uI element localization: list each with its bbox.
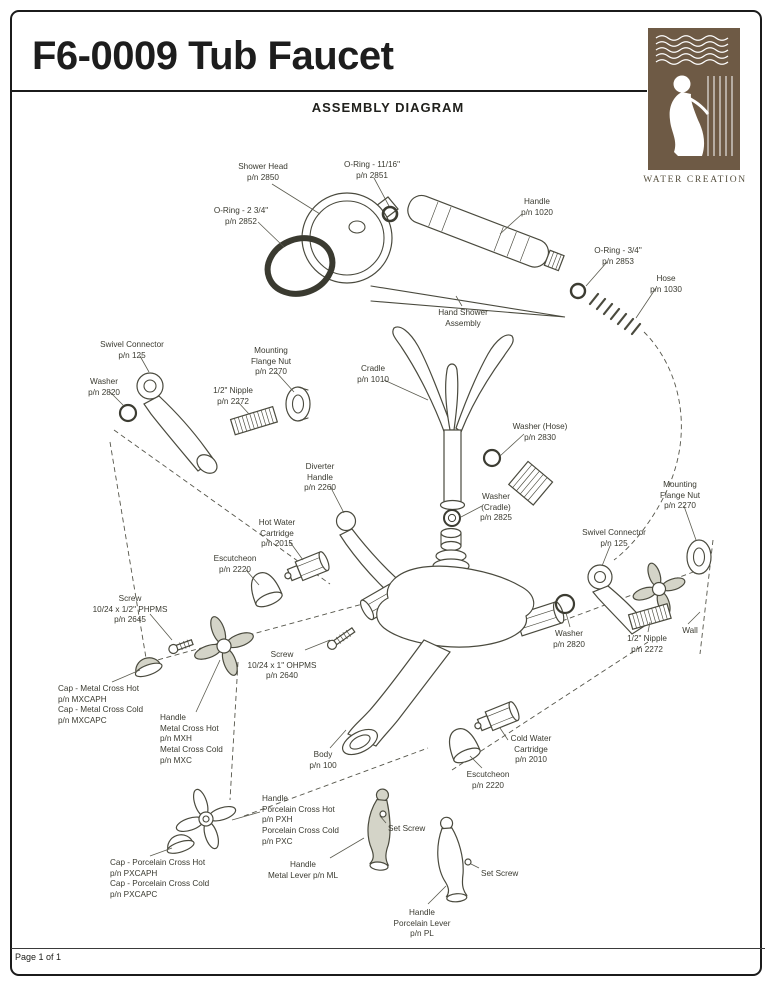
label-cap-metal-cross: Cap - Metal Cross Hot p/n MXCAPH Cap - M… xyxy=(58,684,144,725)
footer-divider xyxy=(11,948,765,949)
leader-lines xyxy=(109,177,701,905)
nipple-left-drawing xyxy=(229,405,279,436)
hand-shower-handle-drawing xyxy=(407,194,565,272)
label-washer-left: Washer p/n 2820 xyxy=(88,377,120,397)
cap-porcelain-drawing xyxy=(166,834,195,854)
label-diverter-handle: Diverter Handle p/n 2260 xyxy=(304,462,336,493)
set-screw-1-drawing xyxy=(379,810,387,818)
escutcheon-cold-drawing xyxy=(448,728,481,764)
label-escutcheon-cold: Escutcheon p/n 2220 xyxy=(466,770,510,790)
page-footer: Page 1 of 1 xyxy=(15,952,62,962)
mounting-flange-nut-left-drawing xyxy=(285,386,311,422)
label-washer-right: Washer p/n 2820 xyxy=(553,629,585,649)
label-handle-porcelain-cross: Handle Porcelain Cross Hot p/n PXH Porce… xyxy=(262,794,339,846)
label-o-ring-3-4: O-Ring - 3/4" p/n 2853 xyxy=(594,246,642,266)
assembly-diagram-heading: ASSEMBLY DIAGRAM xyxy=(311,100,465,115)
porcelain-lever-handle-drawing xyxy=(437,816,468,903)
label-washer-hose: Washer (Hose) p/n 2830 xyxy=(512,422,568,442)
label-washer-cradle: Washer (Cradle) p/n 2825 xyxy=(480,492,512,523)
washer-right-drawing xyxy=(554,593,576,615)
label-cold-water-cartridge: Cold Water Cartridge p/n 2010 xyxy=(510,734,552,765)
label-handle-1020: Handle p/n 1020 xyxy=(521,197,553,217)
hand-shower-assembly-bracket xyxy=(370,285,566,318)
label-swivel-connector-right: Swivel Connector p/n 125 xyxy=(582,528,646,548)
label-o-ring-2-3-4: O-Ring - 2 3/4" p/n 2852 xyxy=(213,206,269,226)
label-screw-ohpms: Screw 10/24 x 1" OHPMS p/n 2640 xyxy=(247,650,317,681)
metal-lever-handle-drawing xyxy=(367,788,391,871)
label-hose: Hose p/n 1030 xyxy=(650,274,682,294)
water-waves-icon xyxy=(655,35,729,65)
label-nipple-left: 1/2" Nipple p/n 2272 xyxy=(213,386,253,406)
set-screw-2-drawing xyxy=(464,858,472,866)
label-cradle: Cradle p/n 1010 xyxy=(357,364,389,384)
kneeling-figure-icon xyxy=(669,75,733,156)
label-mounting-flange-nut-right: Mounting Flange Nut p/n 2270 xyxy=(659,480,701,511)
label-nipple-right: 1/2" Nipple p/n 2272 xyxy=(627,634,667,654)
label-screw-phpms: Screw 10/24 x 1/2" PHPMS p/n 2645 xyxy=(92,594,168,625)
o-ring-3-4-drawing xyxy=(569,282,587,300)
washer-cradle-drawing xyxy=(443,509,461,527)
label-hot-water-cartridge: Hot Water Cartridge p/n 2015 xyxy=(258,518,296,549)
page-border xyxy=(10,10,762,976)
mounting-flange-nut-right-drawing xyxy=(686,539,712,575)
title-divider xyxy=(11,90,647,92)
swivel-connector-left-drawing xyxy=(136,372,218,474)
o-ring-2-3-4-drawing xyxy=(264,235,336,297)
porcelain-cross-handle-drawing xyxy=(175,788,237,850)
label-set-screw-1: Set Screw xyxy=(388,824,426,833)
label-shower-head: Shower Head p/n 2850 xyxy=(238,162,288,182)
label-handle-metal-lever: Handle Metal Lever p/n ML xyxy=(267,860,339,880)
label-hand-shower-assembly: Hand Shower Assembly xyxy=(438,308,488,328)
nipple-right-drawing xyxy=(627,603,672,630)
metal-cross-handle-drawing xyxy=(194,616,254,676)
label-cap-porcelain-cross: Cap - Porcelain Cross Hot p/n PXCAPH Cap… xyxy=(110,858,210,899)
hose-connector-drawing xyxy=(507,460,554,506)
cradle-drawing xyxy=(392,326,514,511)
escutcheon-hot-drawing xyxy=(250,572,283,608)
label-escutcheon-hot: Escutcheon p/n 2220 xyxy=(213,554,257,574)
label-set-screw-2: Set Screw xyxy=(481,869,519,878)
label-swivel-connector-left: Swivel Connector p/n 125 xyxy=(100,340,164,360)
hot-cartridge-drawing xyxy=(284,551,330,582)
cap-metal-drawing xyxy=(134,657,163,678)
cold-cartridge-drawing xyxy=(474,701,520,732)
screw-phpms-drawing xyxy=(168,639,194,655)
washer-left-drawing xyxy=(118,403,138,423)
label-o-ring-11-16: O-Ring - 11/16" p/n 2851 xyxy=(344,160,400,180)
screw-ohpms-drawing xyxy=(326,627,356,650)
label-wall: Wall xyxy=(682,626,698,635)
body-drawing xyxy=(341,527,565,756)
water-creation-logo xyxy=(648,28,740,170)
o-ring-11-16-drawing xyxy=(381,205,399,223)
logo-artwork xyxy=(648,28,740,170)
hose-drawing xyxy=(588,292,642,336)
label-mounting-flange-nut-left: Mounting Flange Nut p/n 2270 xyxy=(250,346,292,377)
label-handle-porcelain-lever: Handle Porcelain Lever p/n PL xyxy=(393,908,451,939)
label-body: Body p/n 100 xyxy=(309,750,337,770)
page-title: F6-0009 Tub Faucet xyxy=(32,34,394,78)
washer-hose-drawing xyxy=(482,448,502,468)
label-handle-metal-cross: Handle Metal Cross Hot p/n MXH Metal Cro… xyxy=(160,713,223,765)
brand-name: WATER CREATION xyxy=(643,175,747,185)
